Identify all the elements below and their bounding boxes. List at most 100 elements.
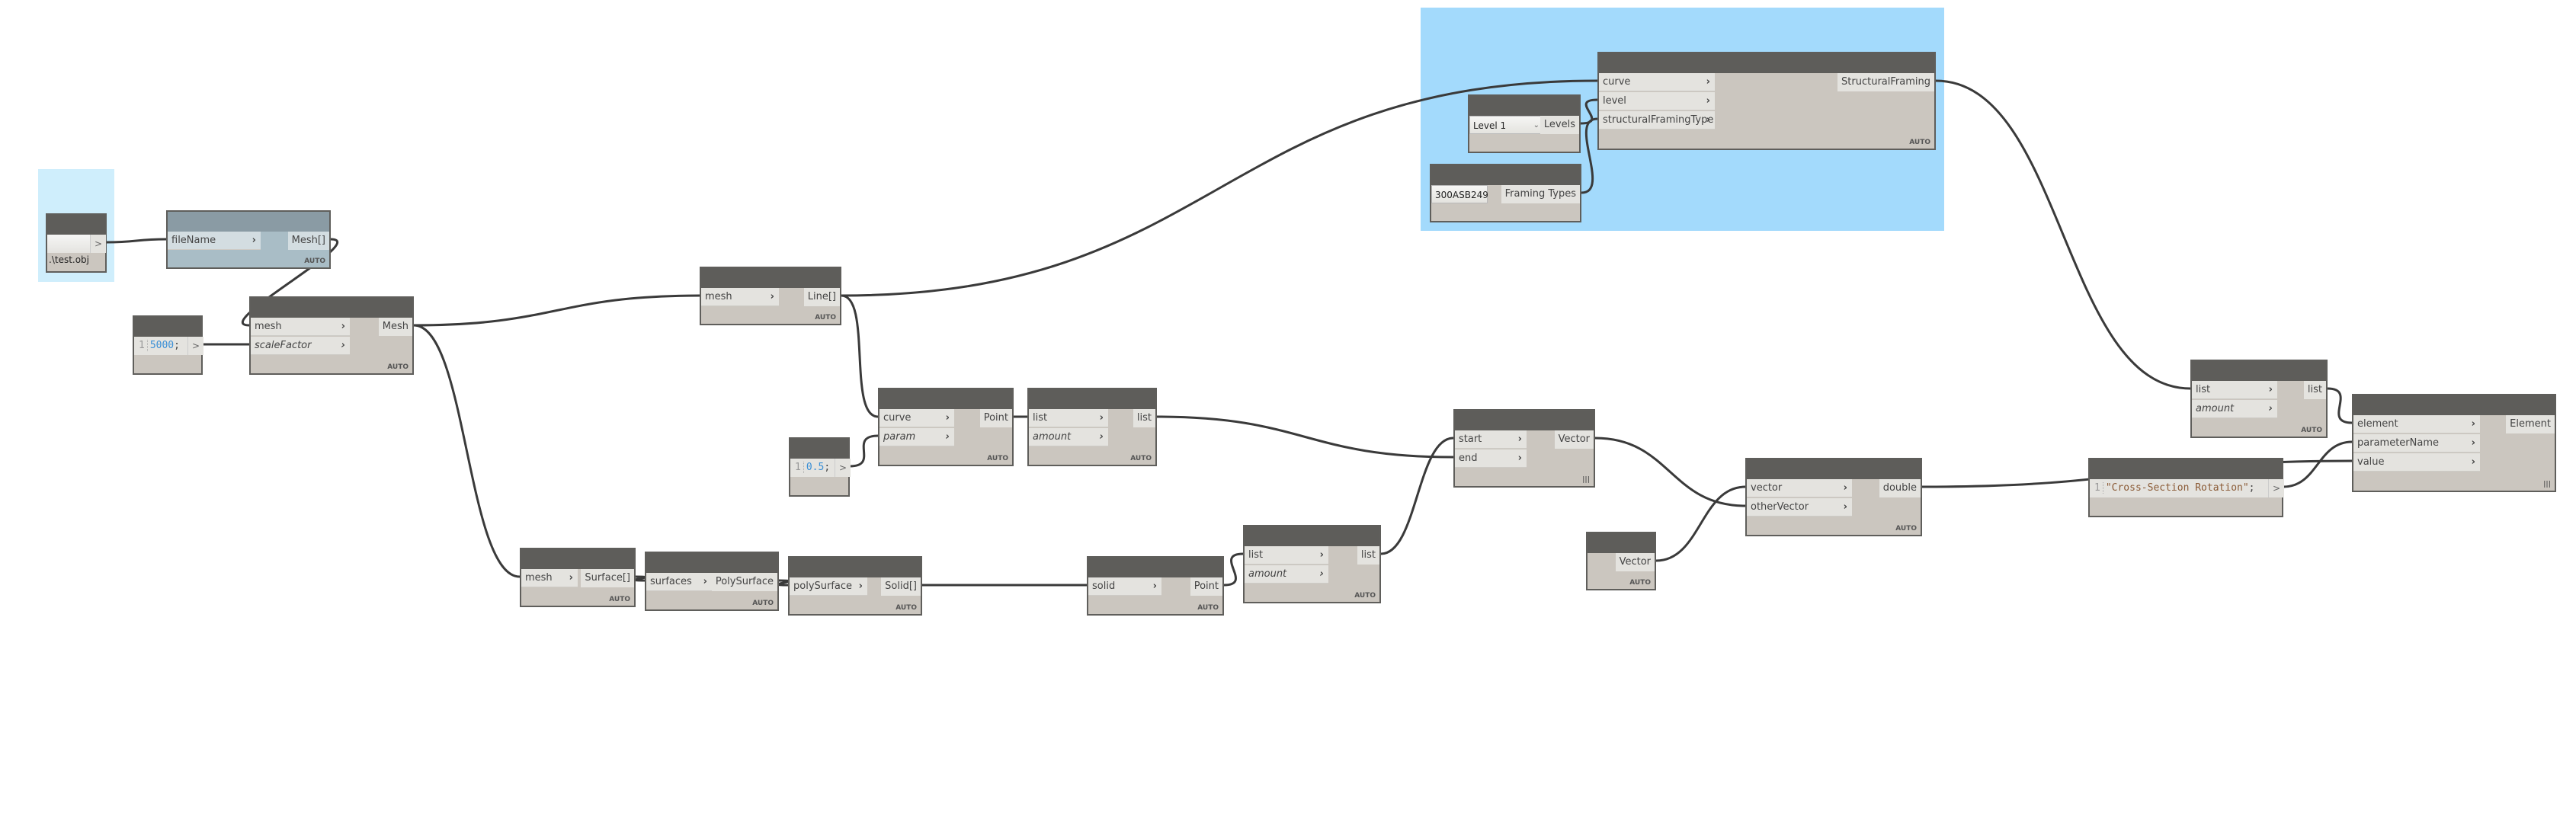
node-header[interactable] bbox=[2353, 395, 2555, 415]
node-centroid[interactable]: solid› Point AUTO bbox=[1087, 556, 1224, 616]
node-list-a[interactable]: list› amount› list AUTO bbox=[1027, 388, 1157, 466]
node-header[interactable] bbox=[879, 389, 1012, 409]
output-port-list[interactable]: list bbox=[1357, 546, 1379, 565]
wire-list-b-to-vector-start[interactable] bbox=[1380, 437, 1454, 555]
node-structural-framing[interactable]: curve› level› structuralFramingType› Str… bbox=[1597, 52, 1936, 150]
framing-types-dropdown[interactable]: 300ASB249⌄ bbox=[1431, 185, 1488, 203]
input-port-list[interactable]: list› bbox=[1245, 546, 1328, 565]
node-vector-by-two-points[interactable]: start› end› Vector ||| bbox=[1453, 409, 1595, 488]
output-port-mesh-array[interactable]: Mesh[] bbox=[287, 232, 329, 250]
node-point-at-parameter[interactable]: curve› param› Point AUTO bbox=[878, 388, 1014, 466]
node-header[interactable] bbox=[1599, 53, 1934, 73]
node-solid[interactable]: polySurface› Solid[] AUTO bbox=[788, 556, 922, 616]
node-header[interactable] bbox=[790, 439, 848, 459]
input-port-start[interactable]: start› bbox=[1455, 430, 1527, 449]
output-port-list[interactable]: list bbox=[2303, 381, 2326, 399]
input-port-curve[interactable]: curve› bbox=[879, 409, 954, 427]
output-port-point[interactable]: Point bbox=[1190, 577, 1222, 596]
node-polysurface[interactable]: surfaces› PolySurface AUTO bbox=[645, 552, 779, 611]
output-port-double[interactable]: double bbox=[1879, 479, 1921, 497]
node-header[interactable] bbox=[1029, 389, 1155, 409]
node-header[interactable] bbox=[1588, 533, 1655, 553]
input-port-element[interactable]: element› bbox=[2353, 415, 2480, 433]
wire-centroid-to-list-b[interactable] bbox=[1223, 552, 1244, 587]
output-port-vector[interactable]: Vector bbox=[1554, 430, 1594, 449]
browse-button[interactable]: > bbox=[90, 235, 106, 253]
output-port-solid-array[interactable]: Solid[] bbox=[881, 577, 921, 596]
node-header[interactable] bbox=[2090, 459, 2282, 479]
output-port-line-array[interactable]: Line[] bbox=[803, 288, 840, 306]
node-header[interactable] bbox=[521, 549, 634, 569]
node-mesh-scale[interactable]: mesh› scaleFactor› Mesh AUTO bbox=[249, 296, 414, 375]
output-port-button[interactable]: > bbox=[187, 337, 203, 355]
output-port-polysurface[interactable]: PolySurface bbox=[711, 573, 777, 591]
input-port-othervector[interactable]: otherVector› bbox=[1747, 498, 1852, 517]
input-port-param[interactable]: param› bbox=[879, 428, 954, 446]
node-header[interactable] bbox=[168, 212, 329, 232]
node-header[interactable] bbox=[47, 215, 105, 235]
input-port-polysurface[interactable]: polySurface› bbox=[790, 577, 867, 596]
input-port-structural-framing-type[interactable]: structuralFramingType› bbox=[1599, 111, 1715, 130]
input-port-level[interactable]: level› bbox=[1599, 92, 1715, 110]
node-header[interactable] bbox=[1088, 558, 1222, 577]
node-mesh-import-file[interactable]: fileName› Mesh[] AUTO bbox=[166, 210, 331, 269]
node-list-c[interactable]: list› amount› list AUTO bbox=[2190, 360, 2328, 438]
input-port-scalefactor[interactable]: scaleFactor› bbox=[251, 337, 350, 355]
input-port-value[interactable]: value› bbox=[2353, 453, 2480, 472]
node-header[interactable] bbox=[701, 268, 840, 288]
node-vector[interactable]: Vector AUTO bbox=[1586, 532, 1656, 590]
output-port-button[interactable]: > bbox=[835, 459, 851, 477]
node-header[interactable] bbox=[1747, 459, 1921, 479]
input-port-amount[interactable]: amount› bbox=[1245, 565, 1328, 584]
wire-list-a-to-vector-end[interactable] bbox=[1156, 415, 1454, 459]
node-mesh-to-surfaces[interactable]: mesh› Surface[] AUTO bbox=[520, 548, 636, 607]
wire-vectorconst-to-vector[interactable] bbox=[1655, 485, 1746, 562]
input-port-parametername[interactable]: parameterName› bbox=[2353, 434, 2480, 453]
node-header[interactable] bbox=[2192, 361, 2326, 381]
output-port-list[interactable]: list bbox=[1133, 409, 1155, 427]
input-port-amount[interactable]: amount› bbox=[2192, 400, 2277, 418]
input-port-list[interactable]: list› bbox=[2192, 381, 2277, 399]
node-code-block-parameter-name[interactable]: 1"Cross-Section Rotation"; > bbox=[2088, 458, 2284, 517]
node-header[interactable] bbox=[790, 558, 921, 577]
input-port-list[interactable]: list› bbox=[1029, 409, 1108, 427]
input-port-mesh[interactable]: mesh› bbox=[251, 318, 350, 336]
wire-scale-to-edges[interactable] bbox=[413, 294, 700, 327]
code-editor[interactable]: 1"Cross-Section Rotation"; bbox=[2090, 479, 2268, 497]
wire-vector-to-other[interactable] bbox=[1594, 437, 1746, 507]
wire-surface-to-poly[interactable] bbox=[633, 575, 647, 582]
output-port-element[interactable]: Element bbox=[2506, 415, 2555, 433]
wire-param-to-point[interactable] bbox=[849, 434, 879, 468]
input-port-mesh[interactable]: mesh› bbox=[521, 569, 578, 587]
node-header[interactable] bbox=[1469, 96, 1579, 116]
wire-poly-to-solid[interactable] bbox=[777, 579, 790, 587]
node-header[interactable] bbox=[134, 317, 201, 337]
input-port-filename[interactable]: fileName› bbox=[168, 232, 261, 250]
input-port-vector[interactable]: vector› bbox=[1747, 479, 1852, 497]
output-port-vector[interactable]: Vector bbox=[1615, 553, 1655, 571]
output-port-levels[interactable]: Levels bbox=[1540, 116, 1579, 134]
node-list-b[interactable]: list› amount› list AUTO bbox=[1243, 525, 1381, 603]
output-port-button[interactable]: > bbox=[2268, 479, 2284, 497]
node-mesh-edges[interactable]: mesh› Line[] AUTO bbox=[700, 267, 841, 325]
wire-file-to-import[interactable] bbox=[106, 238, 167, 244]
levels-dropdown[interactable]: Level 1⌄ bbox=[1469, 116, 1545, 134]
node-header[interactable] bbox=[1245, 526, 1379, 546]
node-file-path[interactable]: > .\test.obj bbox=[46, 213, 107, 273]
input-port-mesh[interactable]: mesh› bbox=[701, 288, 779, 306]
node-levels[interactable]: Level 1⌄ Levels bbox=[1468, 94, 1581, 153]
output-port-structural-framing[interactable]: StructuralFraming bbox=[1837, 73, 1934, 91]
wire-list-c-to-element[interactable] bbox=[2327, 387, 2353, 424]
node-header[interactable] bbox=[1431, 165, 1580, 185]
wire-edges-to-point[interactable] bbox=[841, 294, 879, 418]
wire-code-to-paramname[interactable] bbox=[2283, 440, 2353, 488]
node-header[interactable] bbox=[1455, 411, 1594, 430]
node-set-parameter-by-name[interactable]: element› parameterName› value› Element |… bbox=[2352, 394, 2556, 492]
input-port-curve[interactable]: curve› bbox=[1599, 73, 1715, 91]
input-port-end[interactable]: end› bbox=[1455, 449, 1527, 468]
node-header[interactable] bbox=[646, 553, 777, 573]
output-port-point[interactable]: Point bbox=[979, 409, 1012, 427]
